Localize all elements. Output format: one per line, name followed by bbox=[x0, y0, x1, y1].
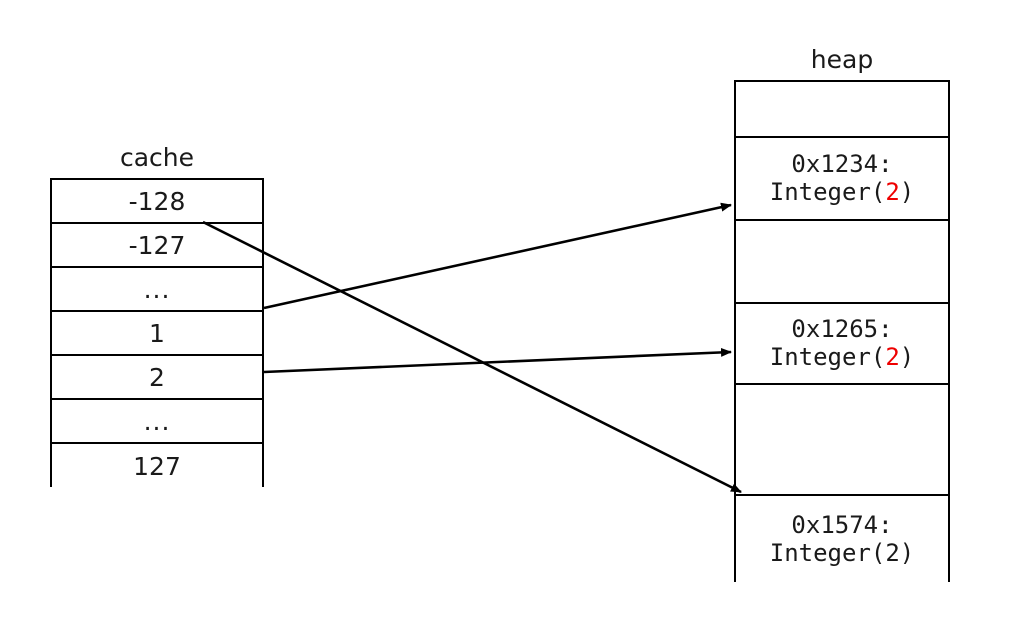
heap-object: Integer(2) bbox=[769, 342, 915, 372]
arrow-cache-2-to-heap-0x1265 bbox=[263, 347, 732, 374]
arrow-cache-negative-to-heap-0x1574 bbox=[202, 220, 742, 494]
cache-cell-value: ... bbox=[143, 274, 171, 304]
cache-cell-value: 127 bbox=[133, 452, 181, 481]
cache-table: -128 -127 ... 1 2 ... 127 bbox=[50, 178, 264, 489]
cache-row: ... bbox=[52, 268, 262, 312]
cache-row: -128 bbox=[52, 180, 262, 224]
heap-address: 0x1234: bbox=[791, 149, 893, 178]
heap-object-value: 2 bbox=[885, 342, 900, 371]
heap-object: Integer(2) bbox=[769, 539, 915, 568]
heap-object-value: 2 bbox=[885, 177, 900, 206]
heap-title: heap bbox=[810, 45, 874, 74]
cache-cell-value: ... bbox=[143, 406, 171, 436]
heap-address: 0x1265: bbox=[791, 314, 893, 343]
arrow-cache-1-to-heap-0x1234 bbox=[263, 202, 732, 310]
heap-row-object: 0x1234: Integer(2) bbox=[736, 138, 948, 221]
heap-object-suffix: ) bbox=[899, 342, 915, 371]
cache-cell-value: 2 bbox=[149, 362, 165, 392]
heap-object: Integer(2) bbox=[769, 177, 915, 207]
cache-row: 2 bbox=[52, 356, 262, 400]
heap-object-suffix: ) bbox=[899, 539, 915, 567]
cache-row: -127 bbox=[52, 224, 262, 268]
cache-row: 1 bbox=[52, 312, 262, 356]
cache-cell-value: -128 bbox=[128, 186, 186, 216]
heap-row-empty bbox=[736, 82, 948, 138]
heap-object-prefix: Integer( bbox=[769, 539, 886, 567]
cache-row: 127 bbox=[52, 444, 262, 489]
cache-cell-value: -127 bbox=[128, 230, 186, 260]
heap-row-object: 0x1574: Integer(2) bbox=[736, 496, 948, 584]
heap-row-empty bbox=[736, 221, 948, 304]
cache-row: ... bbox=[52, 400, 262, 444]
heap-object-value: 2 bbox=[885, 539, 900, 567]
heap-row-empty bbox=[736, 385, 948, 496]
heap-row-object: 0x1265: Integer(2) bbox=[736, 304, 948, 385]
heap-object-prefix: Integer( bbox=[769, 177, 886, 206]
heap-address: 0x1574: bbox=[791, 511, 893, 540]
heap-object-prefix: Integer( bbox=[769, 342, 886, 371]
cache-cell-value: 1 bbox=[149, 318, 165, 348]
cache-title: cache bbox=[119, 143, 195, 172]
heap-object-suffix: ) bbox=[899, 177, 915, 206]
heap-table: 0x1234: Integer(2) 0x1265: Integer(2) 0x… bbox=[734, 80, 950, 584]
